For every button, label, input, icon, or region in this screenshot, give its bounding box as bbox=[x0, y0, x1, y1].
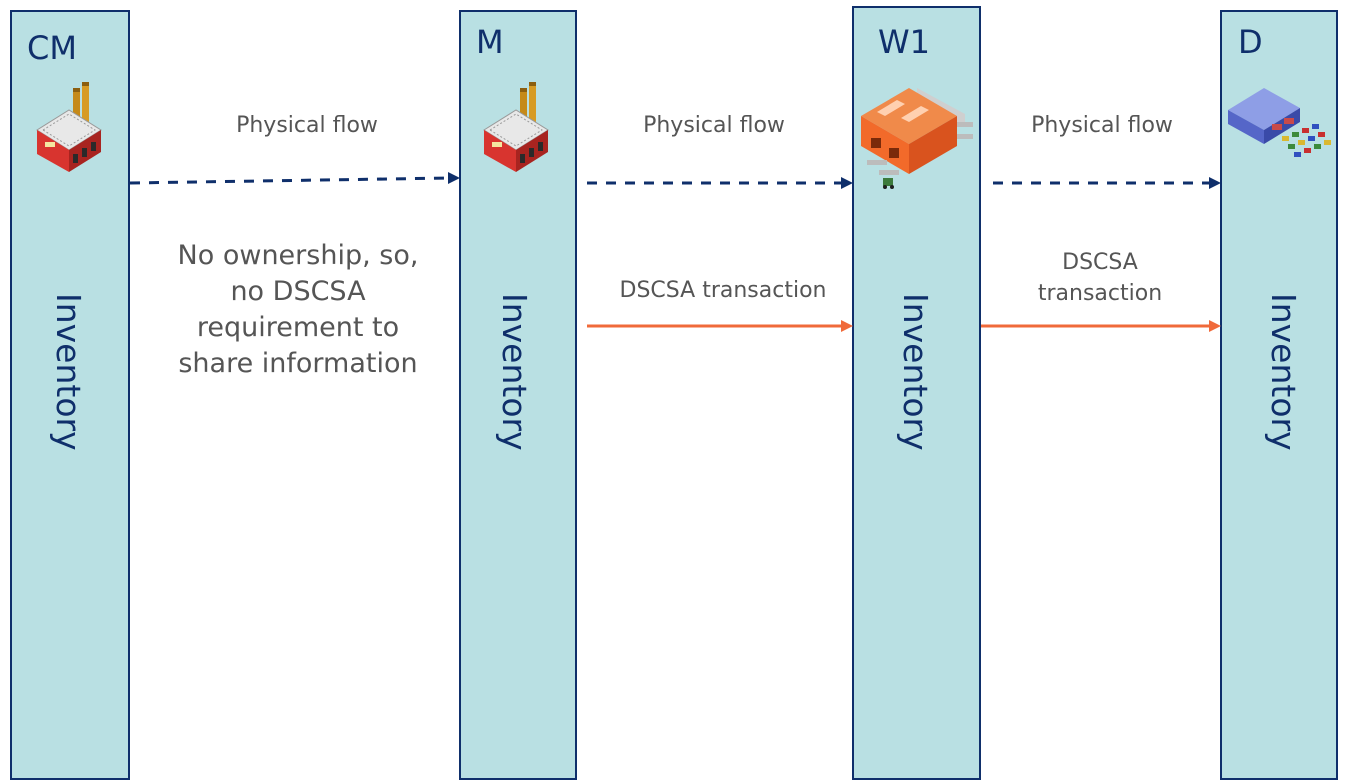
physical-flow-arrowhead-cm-m bbox=[448, 172, 460, 184]
warehouse-icon bbox=[861, 88, 973, 189]
note-line-4: share information bbox=[178, 348, 418, 379]
lane-d-code: D bbox=[1238, 23, 1263, 61]
physical-flow-label-w1-d: Physical flow bbox=[1031, 113, 1173, 138]
physical-flow-arrow-cm-m bbox=[129, 176, 451, 185]
factory-icon bbox=[36, 82, 102, 172]
no-ownership-note: No ownership, so, no DSCSA requirement t… bbox=[148, 238, 448, 382]
distribution-center-icon bbox=[1228, 88, 1331, 157]
dscsa-transaction-label-w1-d-line2: transaction bbox=[1037, 281, 1163, 306]
physical-flow-arrowhead-w1-d bbox=[1209, 177, 1221, 189]
dscsa-transaction-label-m-w1: DSCSA transaction bbox=[619, 278, 827, 303]
lane-cm-code: CM bbox=[27, 29, 77, 67]
note-line-3: requirement to bbox=[196, 312, 400, 343]
note-line-1: No ownership, so, bbox=[177, 240, 419, 271]
dscsa-transaction-label-w1-d: DSCSA transaction bbox=[1000, 247, 1200, 309]
dscsa-transaction-arrowhead-w1-d bbox=[1209, 320, 1221, 332]
physical-flow-arrowhead-m-w1 bbox=[841, 177, 853, 189]
lane-d bbox=[1220, 10, 1338, 780]
physical-flow-label-m-w1: Physical flow bbox=[643, 113, 785, 138]
dscsa-transaction-arrowhead-m-w1 bbox=[841, 320, 853, 332]
lane-w1-code: W1 bbox=[878, 23, 930, 61]
dscsa-transaction-label-w1-d-line1: DSCSA bbox=[1062, 250, 1138, 275]
lane-m-code: M bbox=[476, 23, 504, 61]
note-line-2: no DSCSA bbox=[230, 276, 366, 307]
factory-icon bbox=[483, 82, 549, 172]
physical-flow-label-cm-m: Physical flow bbox=[236, 113, 378, 138]
